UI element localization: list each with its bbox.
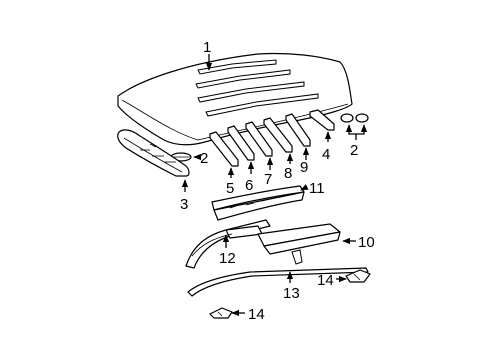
roof-bow-5 [209, 131, 239, 167]
callout-5: 5 [226, 180, 234, 197]
callout-2a: 2 [200, 150, 208, 167]
front-header-panel [117, 129, 190, 177]
roof-bow-9 [285, 113, 311, 147]
leader-line-11 [300, 184, 309, 191]
callout-4: 4 [322, 146, 330, 163]
roof-panel [117, 52, 353, 146]
callout-9: 9 [300, 159, 308, 176]
callout-10: 10 [358, 234, 375, 251]
side-rail-outer [257, 223, 341, 265]
callout-3: 3 [180, 196, 188, 213]
callout-13: 13 [283, 285, 300, 302]
drip-molding [187, 267, 369, 297]
molding-clip-left [209, 307, 233, 319]
callout-7: 7 [264, 171, 272, 188]
callout-8: 8 [284, 165, 292, 182]
side-rail-inner [185, 219, 271, 269]
roof-reinforcement [211, 185, 305, 221]
rear-roof-bow [309, 109, 335, 131]
callout-1: 1 [203, 39, 211, 56]
callout-14b: 14 [248, 306, 265, 323]
callout-14a: 14 [317, 272, 334, 289]
callout-2b: 2 [350, 142, 358, 159]
roof-bow-6 [227, 125, 255, 161]
callout-12: 12 [219, 250, 236, 267]
callout-11: 11 [309, 180, 325, 197]
plug-pair-right [340, 113, 369, 123]
molding-clip-right [345, 269, 371, 283]
leader-bracket-2b [348, 128, 365, 135]
roof-bow-7 [245, 121, 273, 157]
callout-6: 6 [245, 177, 253, 194]
roof-bow-8 [263, 117, 293, 153]
